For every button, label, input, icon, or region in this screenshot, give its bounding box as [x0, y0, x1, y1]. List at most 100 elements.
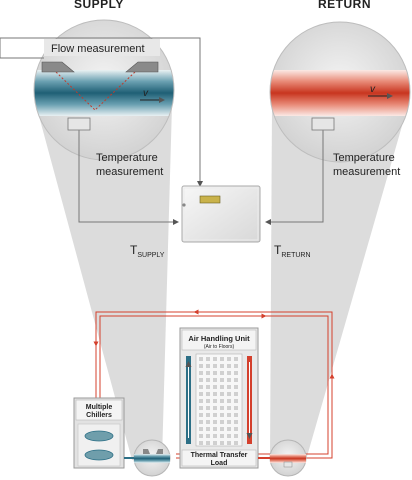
- air-handling-unit: Air Handling Unit (Air to Floors) Therma…: [179, 327, 259, 469]
- supply-temp-label-line2: measurement: [96, 166, 163, 178]
- coil-cell: [213, 420, 217, 424]
- flow-measurement-label: Flow measurement: [51, 43, 145, 55]
- coil-cell: [206, 420, 210, 424]
- coil-cell: [206, 357, 210, 361]
- return-temp-sensor: [311, 117, 335, 131]
- ahu-coil-grid: [199, 357, 238, 445]
- flow-signal-wire: [0, 37, 203, 187]
- coil-cell: [213, 406, 217, 410]
- coil-cell: [199, 441, 203, 445]
- coil-cell: [234, 357, 238, 361]
- coil-cell: [234, 441, 238, 445]
- coil-cell: [220, 441, 224, 445]
- coil-cell: [199, 371, 203, 375]
- coil-cell: [220, 427, 224, 431]
- return-magnify-cone: [270, 105, 408, 460]
- coil-cell: [206, 378, 210, 382]
- coil-cell: [206, 364, 210, 368]
- coil-cell: [199, 399, 203, 403]
- btu-meter-display: [199, 195, 221, 204]
- coil-cell: [227, 364, 231, 368]
- coil-cell: [206, 441, 210, 445]
- btu-meter-screw-left: [182, 203, 186, 207]
- coil-cell: [213, 385, 217, 389]
- load-label-line2: Load: [211, 460, 228, 467]
- coil-cell: [227, 357, 231, 361]
- coil-cell: [199, 385, 203, 389]
- multiple-chillers: Multiple Chillers: [73, 397, 125, 469]
- coil-cell: [199, 357, 203, 361]
- coil-cell: [220, 378, 224, 382]
- flow-signal-line-2: [94, 71, 136, 111]
- coil-cell: [234, 371, 238, 375]
- coil-cell: [234, 392, 238, 396]
- coil-cell: [227, 434, 231, 438]
- coil-cell: [220, 413, 224, 417]
- ahu-title: Air Handling Unit: [188, 334, 250, 343]
- supply-temp-wire: [78, 150, 179, 225]
- coil-cell: [220, 385, 224, 389]
- coil-cell: [213, 434, 217, 438]
- coil-cell: [213, 371, 217, 375]
- coil-cell: [206, 427, 210, 431]
- coil-cell: [220, 392, 224, 396]
- coil-cell: [220, 371, 224, 375]
- coil-cell: [227, 441, 231, 445]
- coil-cell: [227, 399, 231, 403]
- coil-cell: [227, 406, 231, 410]
- coil-cell: [227, 371, 231, 375]
- coil-cell: [213, 413, 217, 417]
- chillers-label-line2: Chillers: [86, 412, 112, 419]
- coil-cell: [220, 399, 224, 403]
- coil-cell: [206, 371, 210, 375]
- coil-cell: [206, 413, 210, 417]
- coil-cell: [234, 434, 238, 438]
- return-pipe: [270, 70, 410, 116]
- coil-cell: [206, 392, 210, 396]
- coil-cell: [213, 378, 217, 382]
- coil-cell: [213, 392, 217, 396]
- supply-velocity-label: v: [143, 88, 149, 99]
- coil-cell: [213, 357, 217, 361]
- coil-cell: [227, 385, 231, 389]
- coil-cell: [234, 406, 238, 410]
- coil-cell: [227, 427, 231, 431]
- coil-cell: [206, 385, 210, 389]
- coil-cell: [234, 413, 238, 417]
- flow-measurement-label-bg: [44, 39, 160, 56]
- supply-magnify-cone: [36, 105, 172, 460]
- return-temp-label-line1: Temperature: [333, 152, 395, 164]
- coil-cell: [213, 399, 217, 403]
- btu-meter: [181, 185, 261, 243]
- coil-cell: [234, 385, 238, 389]
- return-magnified-view: v: [269, 21, 411, 163]
- coil-cell: [227, 413, 231, 417]
- coil-cell: [220, 420, 224, 424]
- flow-transducer-right: [125, 61, 159, 73]
- coil-cell: [199, 413, 203, 417]
- coil-cell: [213, 364, 217, 368]
- coil-cell: [199, 434, 203, 438]
- coil-cell: [227, 420, 231, 424]
- return-temp-wire: [265, 150, 324, 225]
- coil-cell: [199, 427, 203, 431]
- coil-cell: [234, 399, 238, 403]
- coil-cell: [199, 378, 203, 382]
- coil-cell: [220, 406, 224, 410]
- coil-cell: [206, 434, 210, 438]
- chillers-label-line1: Multiple: [86, 404, 113, 411]
- t-return-label: TRETURN: [274, 243, 311, 259]
- coil-cell: [234, 364, 238, 368]
- supply-temp-label-line1: Temperature: [96, 152, 158, 164]
- load-label-line1: Thermal Transfer: [191, 452, 248, 459]
- return-heading: RETURN: [318, 0, 371, 11]
- supply-heading: SUPPLY: [74, 0, 124, 11]
- supply-temp-sensor: [67, 117, 91, 131]
- coil-cell: [206, 399, 210, 403]
- t-return-subscript: RETURN: [281, 252, 310, 259]
- coil-cell: [199, 406, 203, 410]
- coil-cell: [213, 427, 217, 431]
- chiller-vessel-1: [84, 430, 114, 442]
- t-supply-label: TSUPPLY: [130, 243, 165, 259]
